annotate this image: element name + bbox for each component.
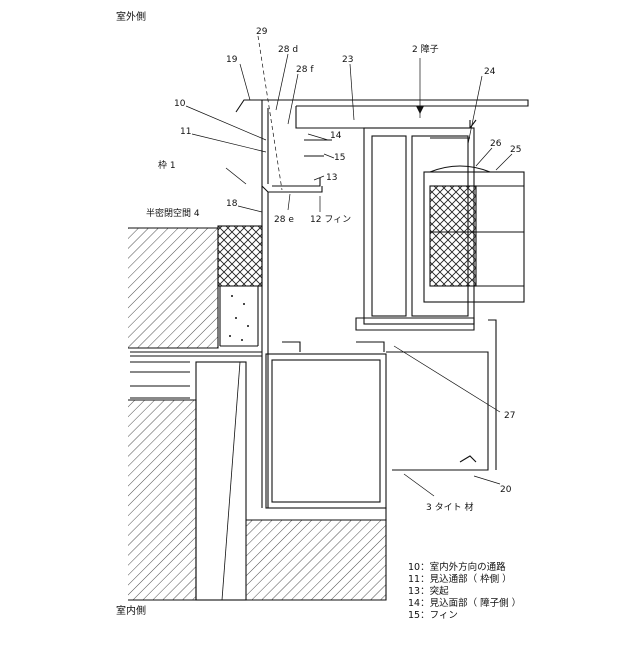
label-outdoor: 室外側 — [116, 10, 146, 23]
wall-inner-board-edge — [222, 362, 240, 600]
insulation-board — [220, 286, 258, 346]
bottom-plate — [266, 508, 386, 520]
lower-box — [266, 354, 386, 508]
label-space: 半密閉空間 4 — [146, 207, 200, 219]
shoji-arrow — [416, 106, 424, 114]
legend-item: 15：フィン — [408, 610, 458, 621]
insulation-foam — [218, 226, 262, 286]
label-28d: 28 d — [278, 45, 298, 55]
legend: 10：室内外方向の通路 11：見込通部（ 枠側 ） 13：突起 14：見込面部（… — [408, 561, 521, 621]
sub-frame-hook — [460, 456, 476, 462]
wall-lower-lines — [130, 372, 190, 398]
label-fin: 12 フィン — [310, 215, 351, 225]
label-24: 24 — [484, 67, 496, 77]
frame-arrow — [226, 168, 246, 184]
wall-top-section — [128, 228, 218, 348]
label-18: 18 — [226, 199, 238, 209]
label-26: 26 — [490, 139, 502, 149]
wall-lower-hatch — [128, 400, 196, 600]
label-10: 10 — [174, 99, 186, 109]
lower-box-inner — [272, 360, 380, 502]
glazing-gasket-top — [430, 166, 490, 172]
label-28e: 28 e — [274, 215, 294, 225]
frame-vertical-left — [262, 186, 268, 508]
shoji-inner-left — [372, 136, 406, 316]
label-seal: 3 タイト 材 — [426, 501, 473, 513]
label-11: 11 — [180, 127, 191, 137]
shoji-latch — [430, 120, 476, 138]
label-23: 23 — [342, 55, 353, 65]
label-28f: 28 f — [296, 65, 314, 75]
label-25: 25 — [510, 145, 521, 155]
frame-outer-profile — [236, 100, 322, 192]
label-shoji: 2 障子 — [412, 43, 439, 55]
label-frame: 枠 1 — [158, 159, 176, 171]
label-indoor: 室内側 — [116, 604, 146, 617]
frame-top-line — [262, 100, 528, 106]
label-14: 14 — [330, 131, 342, 141]
insulation-dots — [229, 295, 249, 341]
wall-inner-board — [196, 362, 246, 600]
label-20: 20 — [500, 485, 512, 495]
label-15: 15 — [334, 153, 345, 163]
label-13: 13 — [326, 173, 337, 183]
sub-frame-right — [488, 320, 496, 470]
legend-item: 11：見込通部（ 枠側 ） — [408, 573, 512, 585]
floor-section — [246, 520, 386, 600]
label-19: 19 — [226, 55, 238, 65]
sill-plates — [130, 352, 262, 362]
legend-item: 10：室内外方向の通路 — [408, 561, 506, 573]
fin-top — [272, 178, 320, 186]
frame-head-channel — [296, 106, 470, 128]
sub-frame — [386, 352, 488, 470]
legend-item: 13：突起 — [408, 585, 449, 597]
seal-bottom — [282, 342, 384, 352]
label-29: 29 — [256, 27, 268, 37]
label-27: 27 — [504, 411, 515, 421]
legend-item: 14：見込面部（ 障子側 ） — [408, 597, 521, 609]
glazing-spacer — [430, 186, 476, 286]
